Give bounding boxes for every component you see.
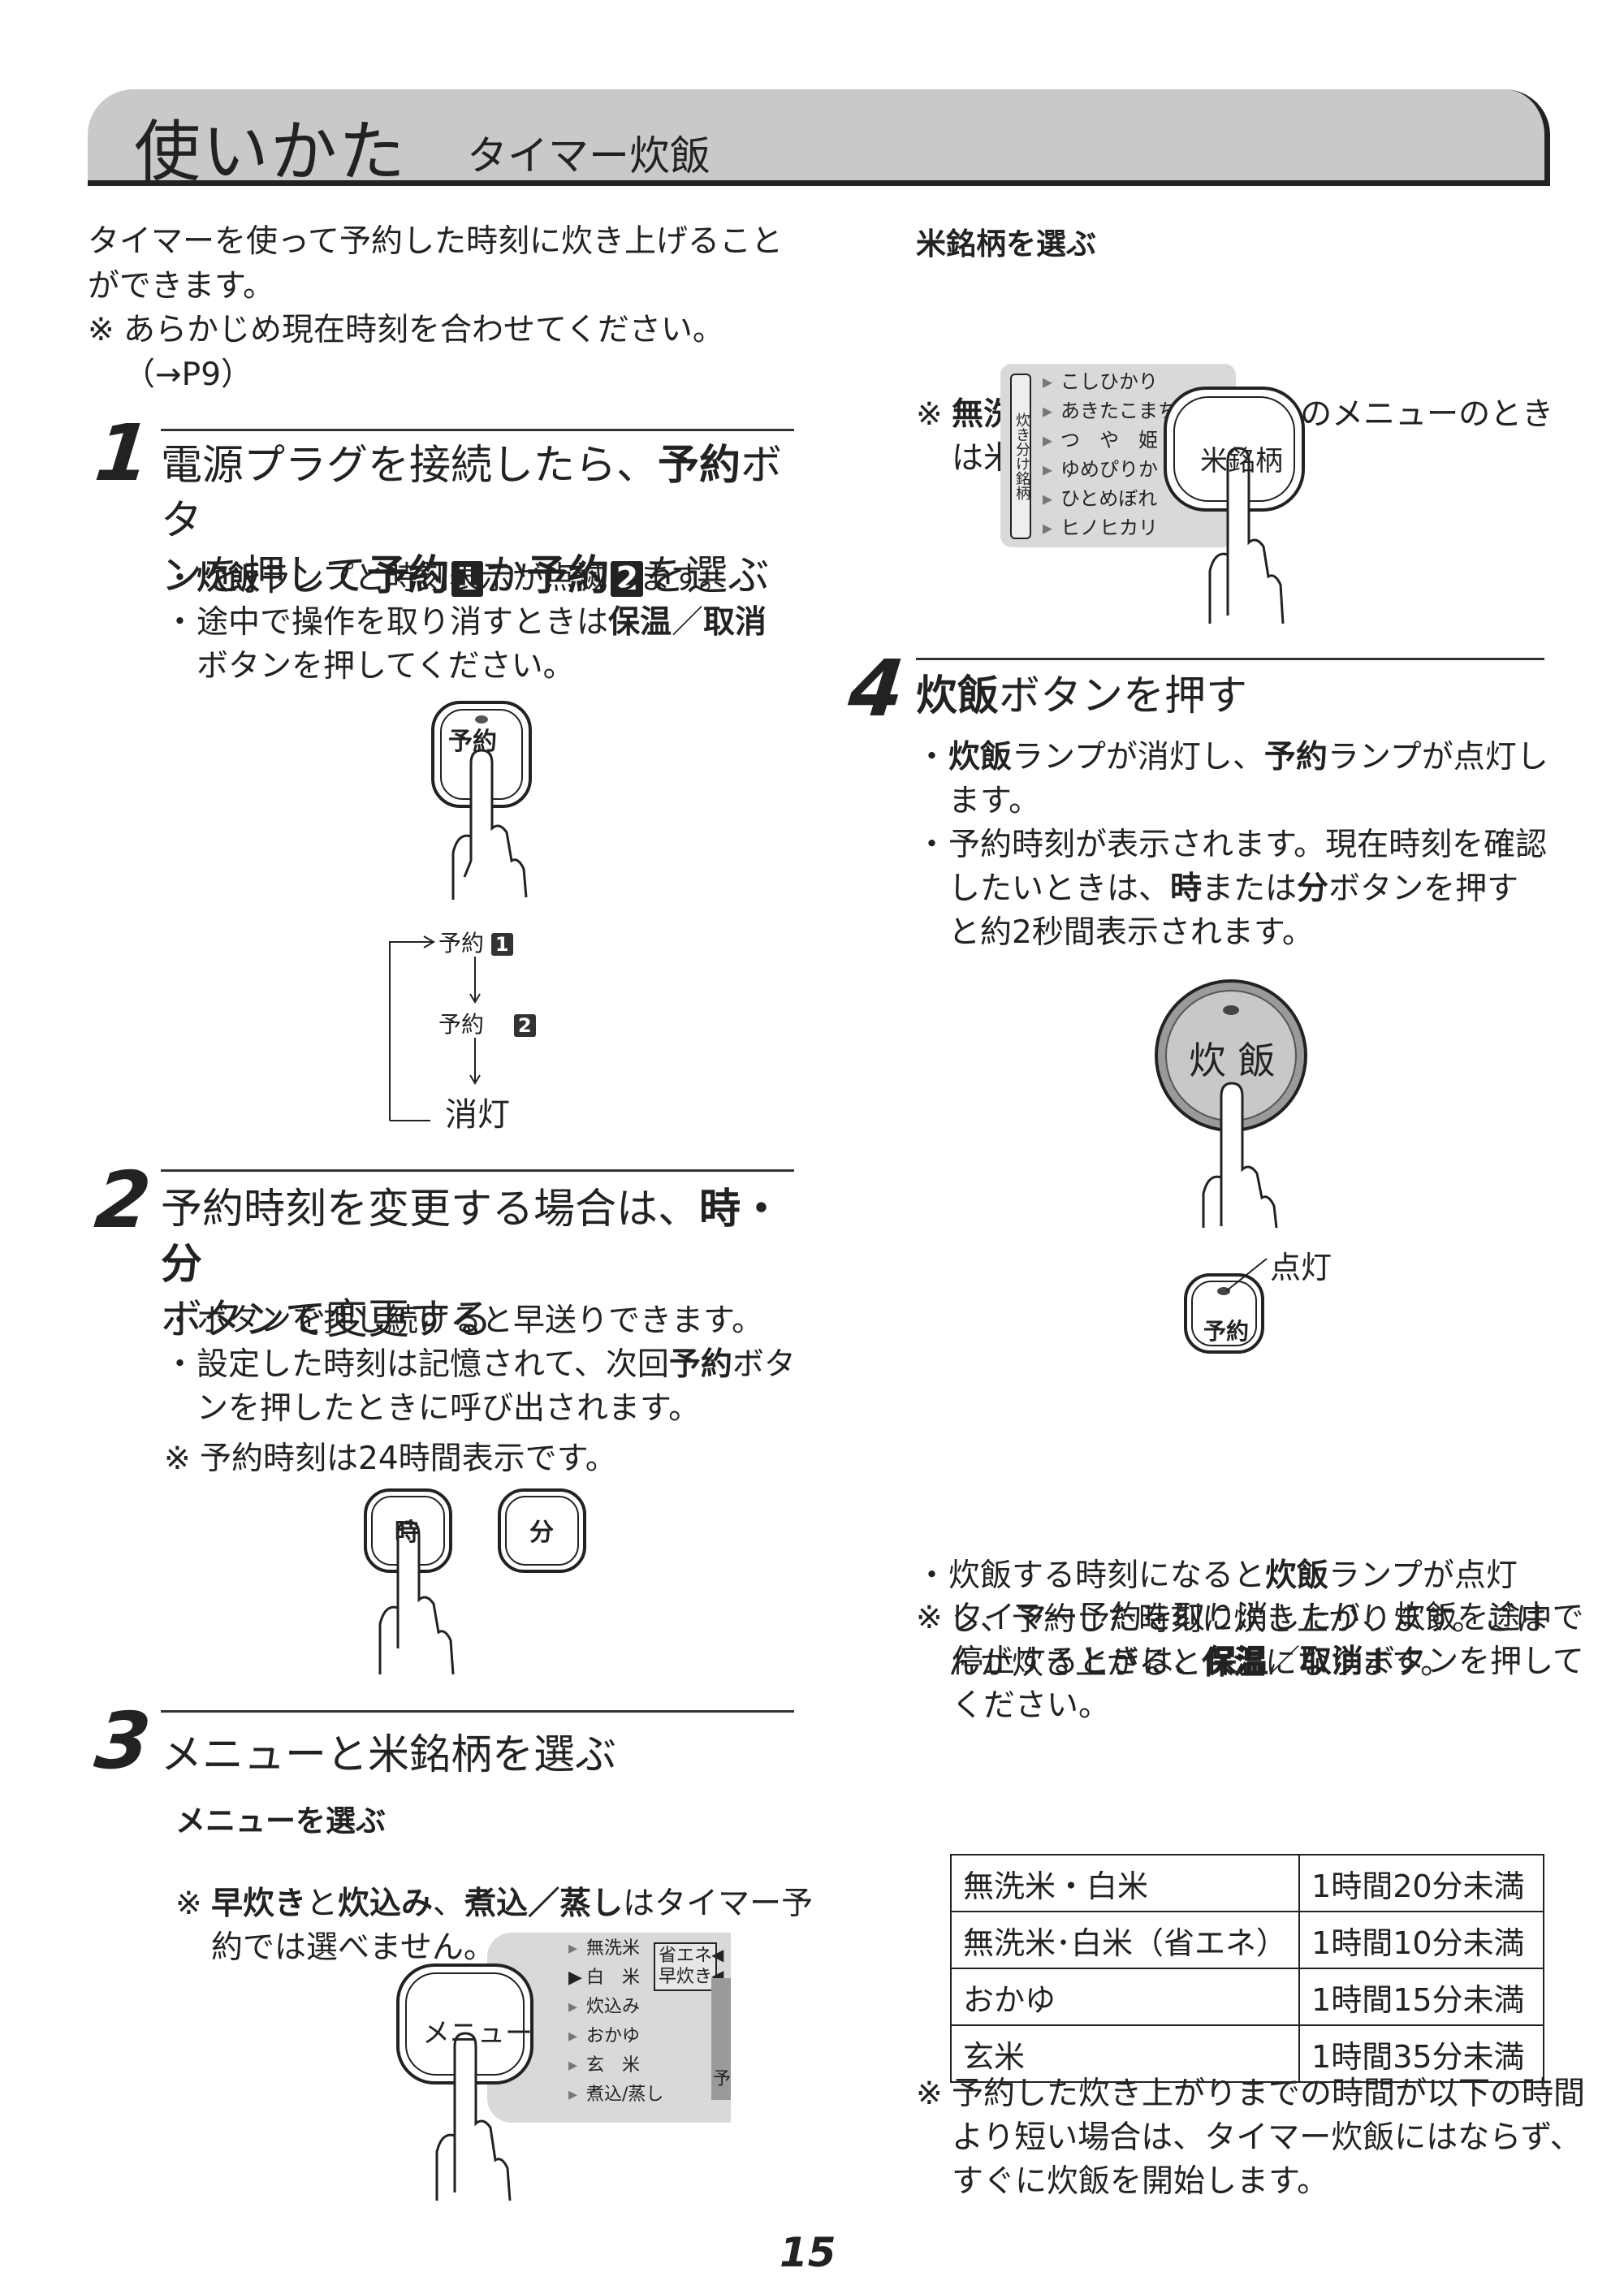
time-cell: 1時間20分未満 (1298, 1854, 1544, 1912)
brand-list-item: ▸ゆめぴりか (1043, 458, 1158, 481)
menu-button-label: メニュー (422, 2017, 533, 2050)
brand-list-item: ▸こしひかり (1043, 370, 1158, 393)
menu-list-item: ▸おかゆ (568, 2026, 641, 2046)
menu-cell: 玄米 (949, 2024, 1301, 2083)
step1-rule (161, 429, 794, 431)
flow-reservation-2: 予約 2 (438, 1007, 536, 1039)
flow-off: 消灯 (445, 1096, 510, 1134)
intro: タイマーを使って予約した時刻に炊き上げること ができます。 あらかじめ現在時刻を… (88, 219, 802, 397)
page-number: 15 (780, 2229, 836, 2276)
intro-note: あらかじめ現在時刻を合わせてください。 (88, 309, 802, 352)
brand-side-label: 炊き分け銘柄 (1010, 374, 1031, 539)
hour-minute-buttons-illustration (364, 1488, 586, 1675)
menu-list-item: ▶白 米 (568, 1968, 641, 1988)
step1-number: 1 (91, 408, 155, 499)
step4-title: 炊飯ボタンを押す (916, 672, 1248, 720)
menu-cell: おかゆ (949, 1968, 1301, 2026)
menu-list-item: ▸煮込/蒸し (568, 2084, 664, 2105)
step1-bullets: 炊飯ランプと時刻表示が点滅します。 途中で操作を取り消すときは保温／取消ボタンを… (164, 557, 797, 689)
list-item: 予約時刻が表示されます。現在時刻を確認したいときは、時または分ボタンを押すと約2… (916, 823, 1549, 955)
brand-list: ▸こしひかり ▸あきたこまち ▸つ や 姫 ▸ゆめぴりか ▸ひとめぼれ ▸ヒノヒカリ (1043, 367, 1177, 542)
step4-bullets: 炊飯ランプが消灯し、予約ランプが点灯します。 予約時刻が表示されます。現在時刻を… (916, 736, 1549, 955)
reservation-lamp-illustration (1184, 1258, 1268, 1354)
step2-number: 2 (91, 1155, 155, 1246)
brand-list-item: ▸つ や 姫 (1043, 429, 1158, 451)
step4-rule (916, 658, 1544, 660)
reservation-flow-arrows (389, 935, 481, 1121)
flow-reservation-1: 予約 1 (438, 926, 513, 958)
brand-button-label: 米銘柄 (1200, 445, 1283, 477)
step4-short-time-note: 予約した炊き上がりまでの時間が以下の時間より短い場合は、タイマー炊飯にはならず、… (916, 2072, 1585, 2204)
menu-list: ▸無洗米 ▶白 米 ▸炊込み ▸おかゆ ▸玄 米 ▸煮込/蒸し (568, 1934, 663, 2110)
step2-note: 予約時刻は24時間表示です。 (164, 1437, 833, 1481)
lamp-on-label: 点灯 (1270, 1250, 1332, 1285)
list-item: 設定した時刻は記憶されて、次回予約ボタンを押したときに呼び出されます。 (164, 1343, 797, 1431)
menu-list-item: ▸無洗米 (568, 1938, 641, 1959)
list-item: 途中で操作を取り消すときは保温／取消ボタンを押してください。 (164, 601, 797, 689)
page-header-bar (88, 89, 1550, 186)
reservation-small-label: 予約 (1203, 1318, 1250, 1345)
menu-list-item: ▸玄 米 (568, 2055, 641, 2076)
step3-title: メニューと米銘柄を選ぶ (161, 1731, 617, 1779)
step4-number: 4 (844, 643, 909, 734)
cook-button-label: 炊 飯 (1189, 1039, 1276, 1082)
list-item: 炊飯ランプが消灯し、予約ランプが点灯します。 (916, 736, 1549, 823)
step3-subheading-menu: メニューを選ぶ (175, 1804, 386, 1838)
list-item: ボタンを押し続けると早送りできます。 (164, 1299, 797, 1343)
menu-cell: 無洗米・白米 (949, 1854, 1301, 1912)
list-item: 炊飯ランプと時刻表示が点滅します。 (164, 557, 797, 601)
step4-bullets-2: 炊飯する時刻になると炊飯ランプが点灯し、予約した時刻に炊き上がります。ごはんが炊… (916, 1554, 1549, 1686)
reservation-button-label: 予約 (448, 728, 497, 756)
menu-button-illustration (396, 1964, 533, 2201)
list-item: 炊飯する時刻になると炊飯ランプが点灯し、予約した時刻に炊き上がります。ごはんが炊… (916, 1554, 1549, 1686)
cook-button-illustration (1155, 979, 1307, 1229)
brand-list-item: ▸あきたこまち (1043, 400, 1177, 422)
step3-subheading-brand: 米銘柄を選ぶ (916, 227, 1096, 261)
step2-rule (161, 1169, 794, 1172)
table-row: 無洗米･白米（省エネ）1時間10分未満 (949, 1911, 1544, 1969)
menu-cell: 無洗米･白米（省エネ） (949, 1911, 1301, 1969)
menu-side-label: 予 (713, 2069, 732, 2089)
step3-number: 3 (91, 1696, 155, 1786)
brand-button-illustration (1164, 387, 1305, 624)
step3-menu-note: 早炊きと炊込み、煮込／蒸しはタイマー予約では選べません。 (175, 1882, 836, 1970)
menu-side-box: 省エネ早炊き (654, 1942, 718, 1991)
hour-button-label: 時 (395, 1519, 419, 1547)
brand-list-item: ▸ヒノヒカリ (1043, 516, 1158, 539)
step3-rule (161, 1710, 794, 1713)
page-title: 使いかた (134, 114, 408, 191)
page-subtitle: タイマー炊飯 (467, 132, 710, 179)
reservation-button-illustration (431, 701, 532, 900)
menu-list-item: ▸炊込み (568, 1997, 641, 2017)
time-cell: 1時間10分未満 (1298, 1911, 1544, 1969)
time-cell: 1時間15分未満 (1298, 1968, 1544, 2026)
menu-side-strip (711, 1978, 731, 2100)
minute-button-label: 分 (529, 1519, 554, 1547)
step2-bullets: ボタンを押し続けると早送りできます。 設定した時刻は記憶されて、次回予約ボタンを… (164, 1299, 797, 1431)
time-cell: 1時間35分未満 (1298, 2024, 1544, 2083)
brand-list-item: ▸ひとめぼれ (1043, 487, 1158, 510)
